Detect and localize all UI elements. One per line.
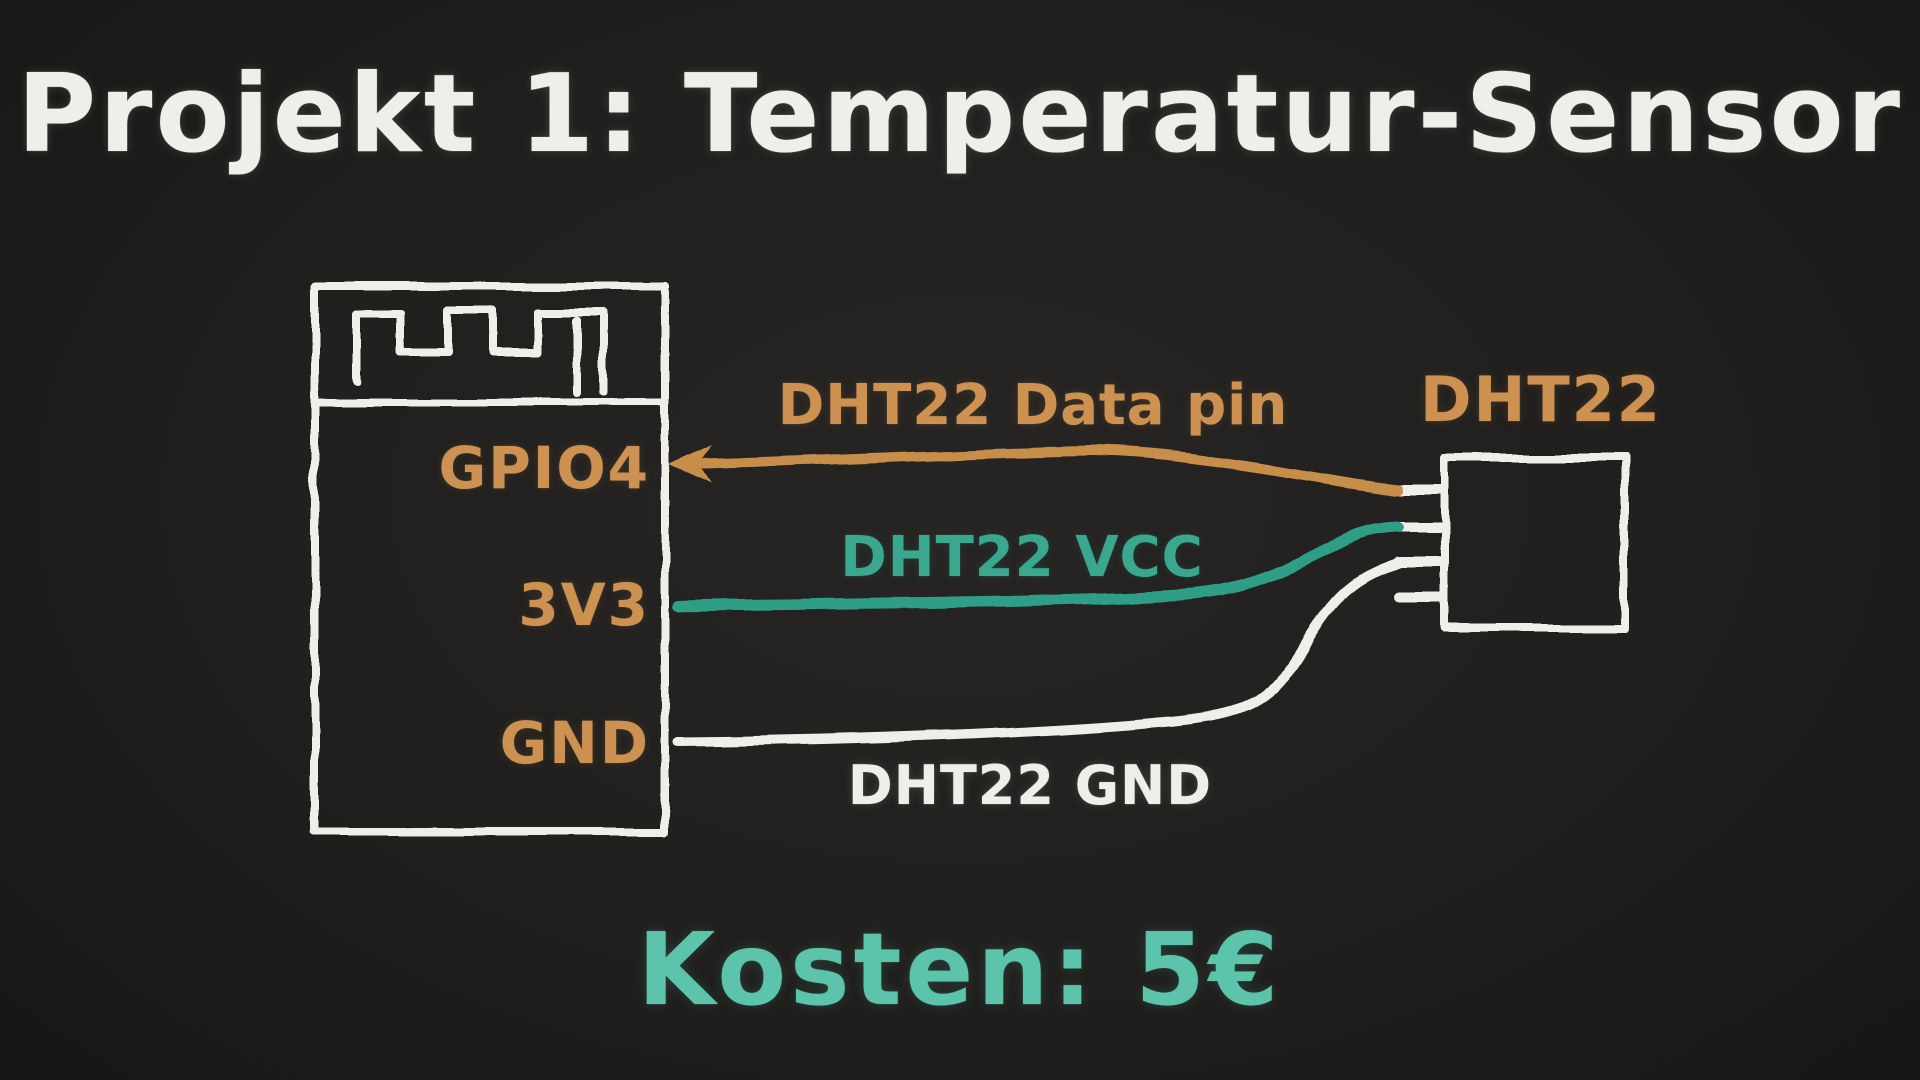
gnd-wire (673, 558, 1403, 747)
page-title: Projekt 1: Temperatur-Sensor (17, 52, 1903, 177)
cost-text: Kosten: 5€ (637, 911, 1283, 1028)
sensor-outline (1441, 454, 1629, 632)
vcc-wire-label: DHT22 VCC (840, 525, 1204, 590)
sensor-title: DHT22 (1420, 363, 1662, 436)
vcc-wire (672, 521, 1404, 612)
board-pin-label-gpio4: GPIO4 (438, 434, 650, 502)
data-wire-label: DHT22 Data pin (777, 373, 1289, 438)
board-outline (311, 282, 669, 836)
gnd-wire-label: DHT22 GND (847, 754, 1213, 817)
data-wire (697, 446, 1403, 495)
gpio-header-notches (353, 306, 607, 397)
data-wire-arrowhead (668, 444, 712, 484)
board-pin-label-3v3: 3V3 (518, 571, 650, 639)
board-pin-label-gnd: GND (499, 709, 650, 777)
